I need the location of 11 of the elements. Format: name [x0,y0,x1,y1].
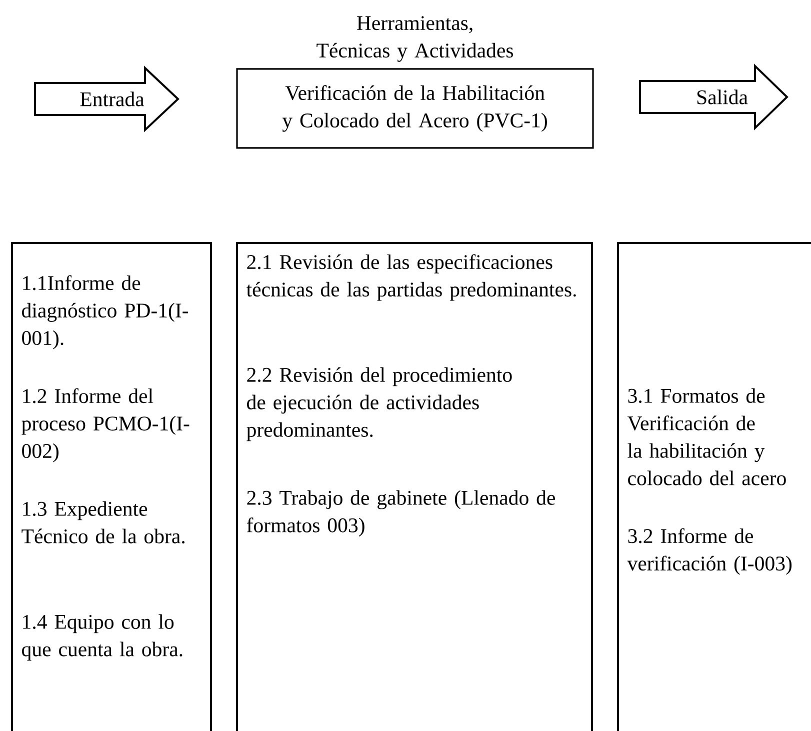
list-item: 2.1 Revisión de las especificaciones técnicas de las partidas predominantes. [246,254,576,301]
heading: Herramientas, Técnicas y Actividades [316,16,514,62]
list-item: 2.2 Revisión del procedimiento de ejecución de actividades predominantes. [246,367,512,442]
list-item: 3.2 Informe de verificación (I-003) [627,528,792,575]
list-item: 2.3 Trabajo de gabinete (Llenado de formatos 003) [246,490,555,537]
process-box: Verificación de la Habilitación y Colocado del Acero (PVC-1) [236,68,594,149]
list-item: 1.3 Expediente Técnico de la obra. [22,501,184,544]
list-item: 3.1 Formatos de Verificación de la habilitación y colocado del acero [628,388,786,486]
list-item: 1.1Informe de diagnóstico PD-1(I-001). [22,275,188,350]
list-item: 1.2 Informe del proceso PCMO-1(I-002) [22,388,190,462]
list-item: 1.4 Equipo con lo que cuenta la obra. [22,614,182,661]
